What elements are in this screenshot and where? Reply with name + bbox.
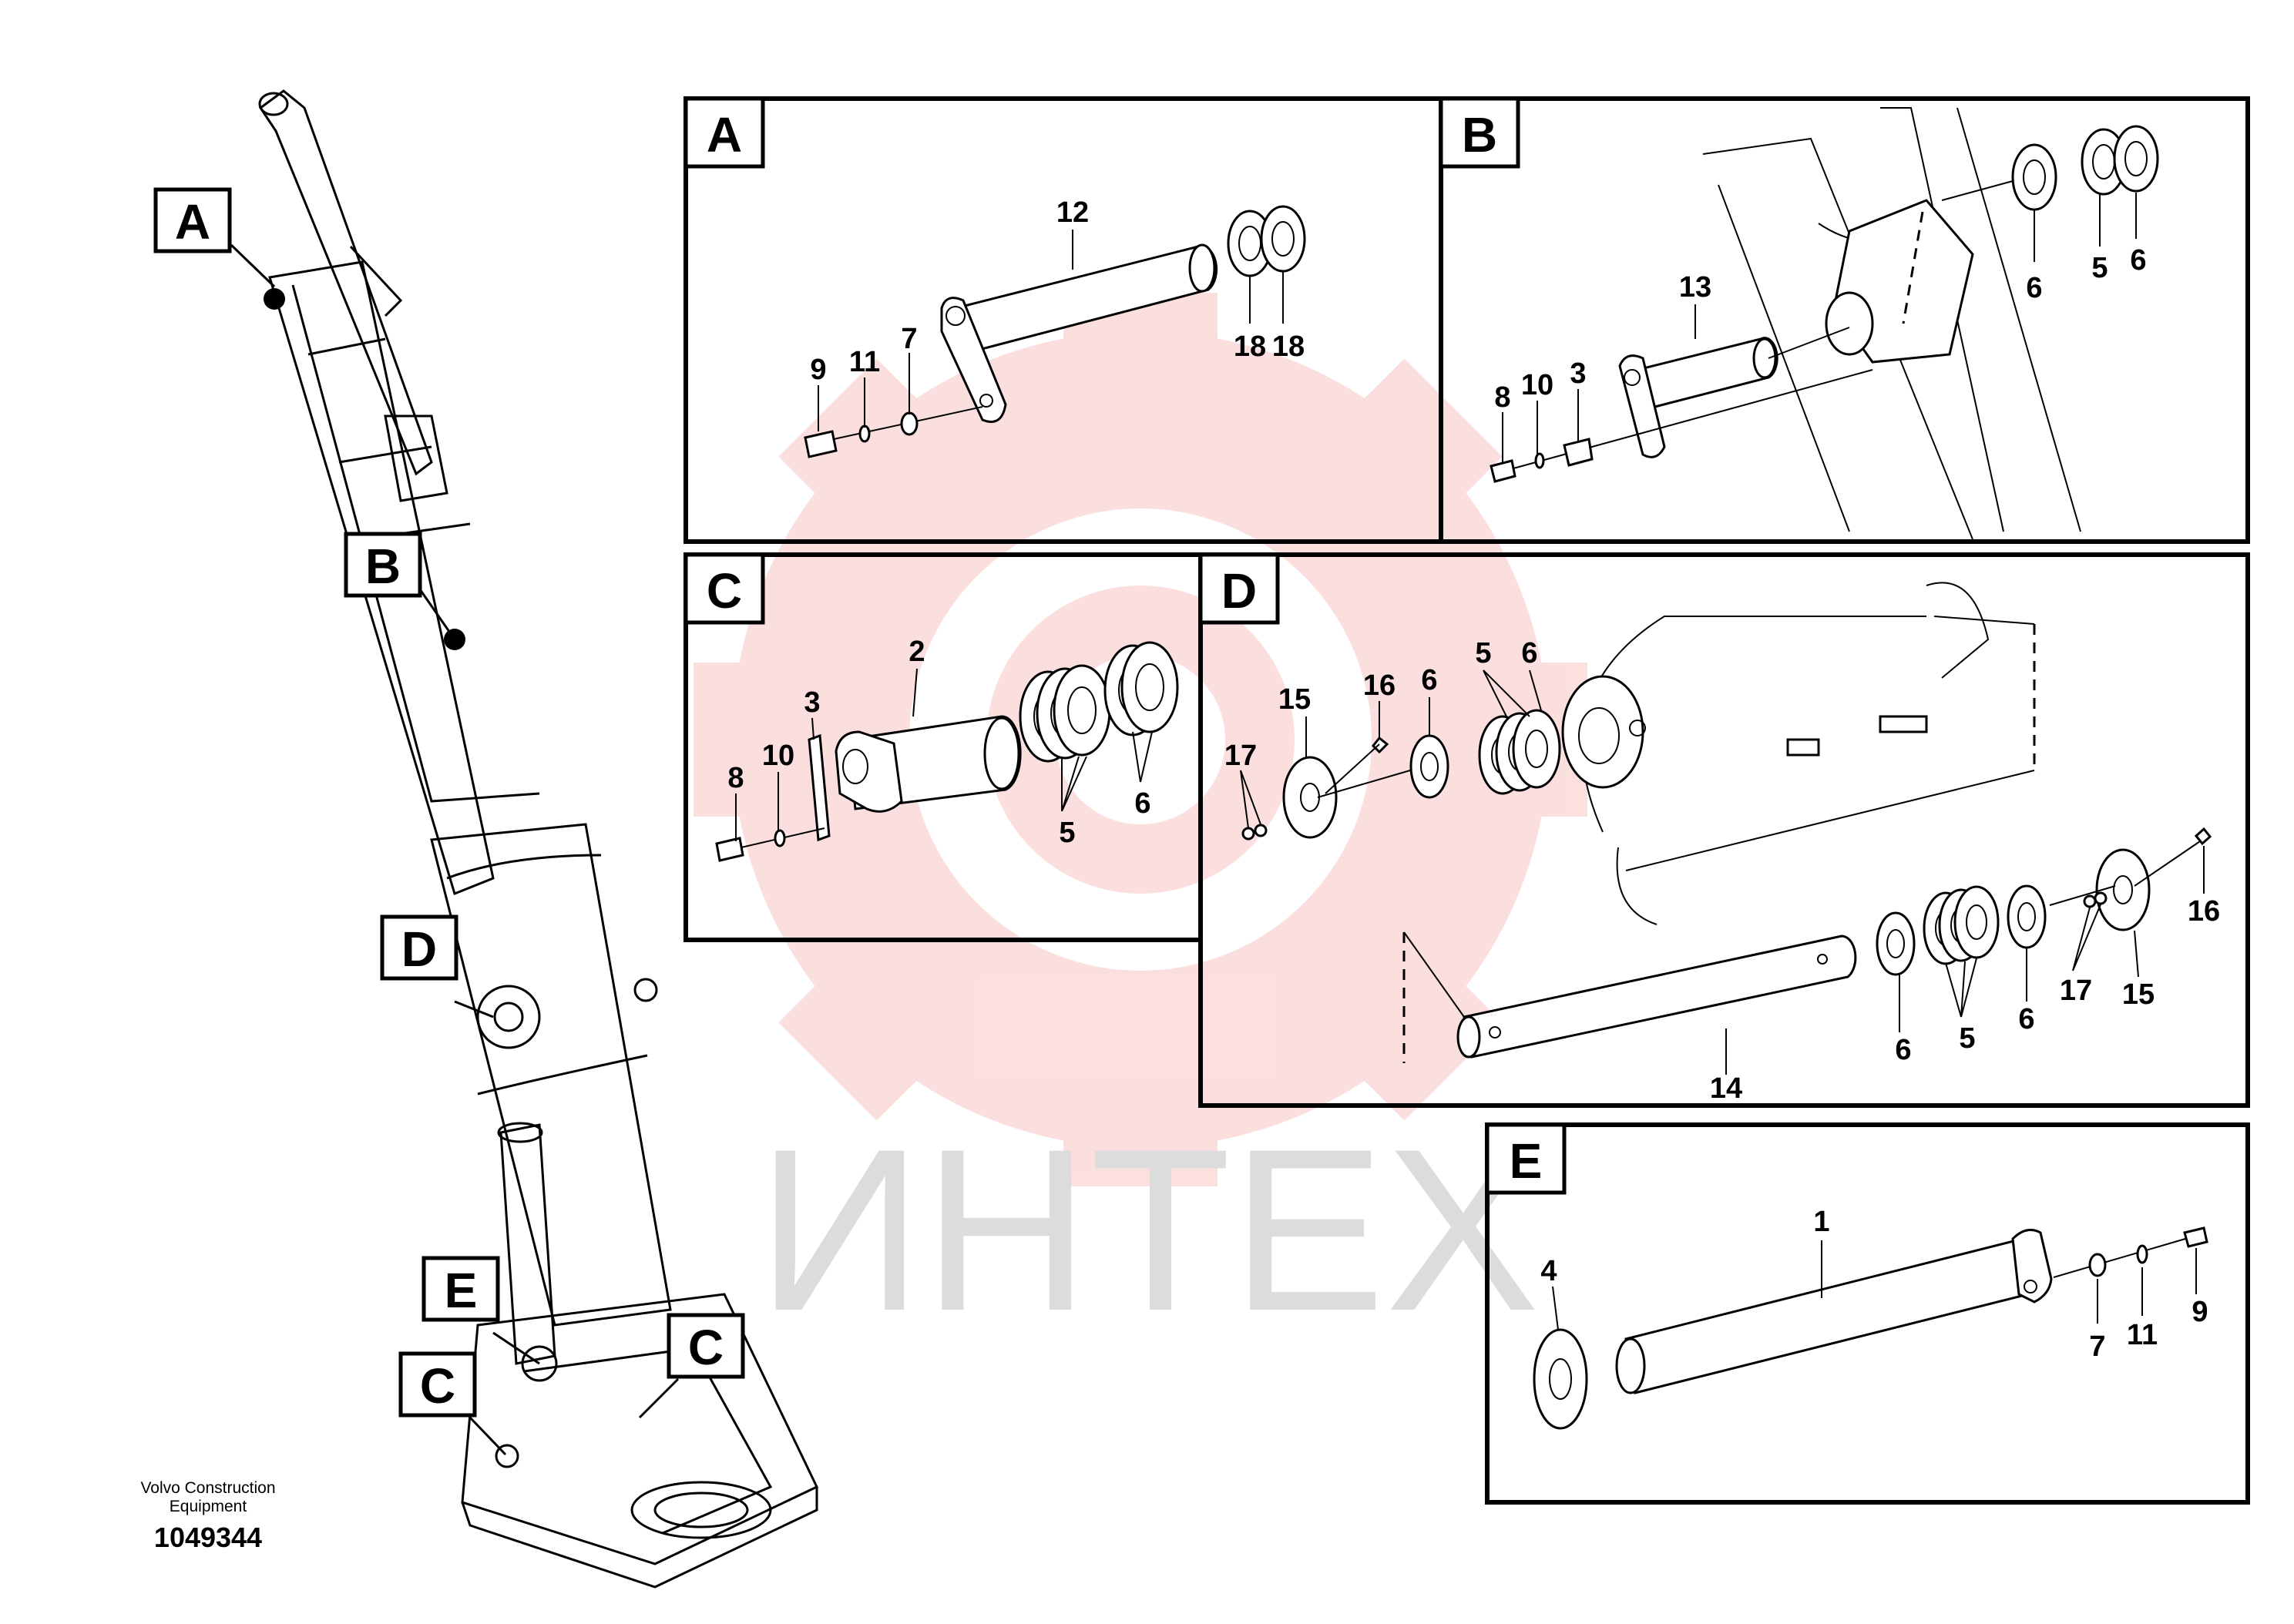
part-number-label: 6 — [2130, 244, 2146, 277]
part-number-label: 6 — [1521, 637, 1537, 669]
callout-c-left[interactable]: C — [398, 1351, 477, 1418]
part-number-label: 5 — [1959, 1022, 1975, 1055]
detail-letter: C — [420, 1358, 455, 1414]
callout-c-right[interactable]: C — [667, 1313, 745, 1379]
detail-letter: D — [1221, 563, 1257, 619]
part-number-label: 9 — [2192, 1296, 2208, 1328]
watermark-gear-icon — [694, 293, 1587, 1186]
panel-d: D — [1198, 552, 2250, 1108]
part-number-label: 6 — [2026, 272, 2042, 304]
boom-overview — [230, 89, 819, 1589]
part-number-label: 10 — [1521, 369, 1553, 401]
part-number-label: 6 — [1421, 664, 1437, 696]
publisher-line1: Volvo Construction — [140, 1479, 275, 1497]
part-number-label: 18 — [1234, 331, 1266, 363]
part-number-label: 6 — [1895, 1034, 1911, 1066]
detail-letter: C — [688, 1320, 724, 1375]
detail-letter: E — [445, 1263, 478, 1318]
detail-letter: B — [1462, 107, 1497, 163]
part-number-label: 11 — [2127, 1319, 2158, 1351]
part-number-label: 6 — [1134, 787, 1150, 820]
part-number-label: 3 — [1570, 357, 1586, 390]
part-number-label: 4 — [1540, 1255, 1557, 1287]
part-number-label: 11 — [849, 346, 880, 378]
detail-letter: E — [1510, 1133, 1543, 1189]
part-number-label: 15 — [1278, 683, 1311, 716]
part-number-label: 7 — [2089, 1330, 2105, 1363]
detail-letter: A — [707, 107, 742, 163]
drawing-number: 1049344 — [154, 1522, 262, 1553]
part-number-label: 16 — [1363, 669, 1396, 702]
callout-d[interactable]: D — [380, 914, 458, 981]
part-number-label: 18 — [1272, 331, 1305, 363]
part-number-label: 1 — [1813, 1206, 1829, 1238]
part-number-label: 9 — [810, 354, 826, 386]
publisher-block: Volvo Construction Equipment 1049344 — [140, 1479, 275, 1553]
callout-e[interactable]: E — [422, 1256, 500, 1322]
detail-letter: B — [365, 539, 401, 594]
part-number-label: 12 — [1056, 196, 1089, 229]
part-number-label: 10 — [762, 740, 794, 772]
pin-a-marker — [264, 288, 285, 310]
part-number-label: 7 — [901, 323, 917, 355]
part-number-label: 8 — [727, 762, 744, 794]
detail-letter: D — [401, 921, 437, 977]
part-number-label: 5 — [1475, 637, 1491, 669]
part-number-label: 17 — [2060, 975, 2092, 1007]
part-number-label: 5 — [2091, 252, 2108, 284]
part-number-label: 15 — [2122, 978, 2155, 1011]
watermark — [694, 293, 1587, 1186]
part-number-label: 3 — [804, 686, 820, 719]
part-number-label: 5 — [1059, 817, 1075, 849]
panel-e: E 1 4 7 11 9 — [1485, 1122, 2250, 1505]
part-number-label: 6 — [2018, 1003, 2034, 1035]
publisher-line2: Equipment — [170, 1498, 247, 1515]
part-number-label: 8 — [1494, 381, 1510, 414]
detail-letter: A — [175, 194, 210, 250]
watermark-text: ИНТЕХ — [757, 1100, 1540, 1359]
detail-letter: C — [707, 563, 742, 619]
part-number-label: 17 — [1224, 740, 1257, 772]
part-number-label: 16 — [2188, 895, 2220, 928]
callout-a[interactable]: A — [153, 187, 232, 253]
panel-b: B 13 8 — [1439, 96, 2250, 544]
callout-b[interactable]: B — [344, 532, 422, 598]
part-number-label: 14 — [1710, 1072, 1742, 1105]
part-number-label: 13 — [1679, 271, 1711, 304]
part-number-label: 2 — [909, 636, 925, 668]
panel-c: C 2 3 8 10 5 6 — [683, 552, 1203, 942]
panel-a: A 12 9 11 7 18 18 — [683, 96, 1443, 544]
pin-b-marker — [444, 629, 465, 650]
